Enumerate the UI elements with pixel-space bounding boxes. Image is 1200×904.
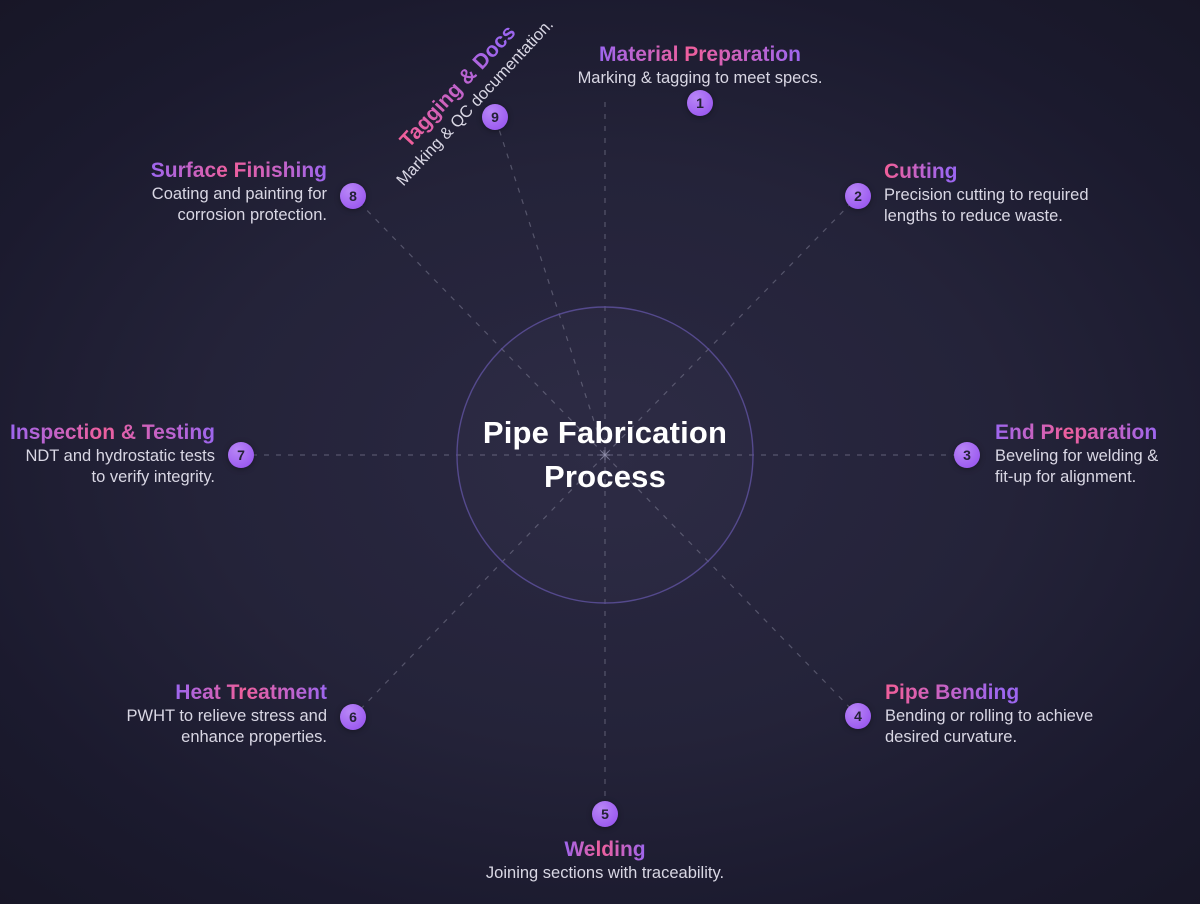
- step-title: Cutting: [884, 160, 958, 183]
- step-desc-line: Joining sections with traceability.: [485, 864, 725, 882]
- step-badge: 1: [687, 90, 713, 116]
- step-badge: 4: [845, 703, 871, 729]
- step-title: Surface Finishing: [150, 159, 327, 182]
- step-desc-line: PWHT to relieve stress and: [126, 707, 327, 725]
- center-circle: [456, 306, 754, 604]
- center-title: Pipe Fabrication Process: [483, 411, 727, 499]
- connector-line-step8: [352, 195, 606, 456]
- step-badge: 9: [482, 104, 508, 130]
- connector-line-step4: [604, 454, 859, 717]
- step-heat-treatment: Heat Treatment PWHT to relieve stress an…: [126, 680, 327, 748]
- step-badge: 3: [954, 442, 980, 468]
- step-pipe-bending: Pipe Bending Bending or rolling to achie…: [885, 680, 1093, 748]
- step-desc-line: corrosion protection.: [177, 206, 328, 224]
- step-title: Welding: [564, 838, 646, 861]
- step-title: Pipe Bending: [885, 681, 1020, 704]
- step-desc-line: Precision cutting to required: [884, 186, 1089, 204]
- center-sparkle-icon: [597, 447, 613, 463]
- step-badge: 2: [845, 183, 871, 209]
- step-badge: 7: [228, 442, 254, 468]
- step-end-preparation: End Preparation Beveling for welding & f…: [995, 420, 1158, 488]
- step-surface-finishing: Surface Finishing Coating and painting f…: [151, 158, 327, 226]
- step-desc-line: NDT and hydrostatic tests: [25, 447, 215, 465]
- step-desc-line: to verify integrity.: [91, 468, 215, 486]
- connector-line-step2: [604, 195, 859, 456]
- step-desc-line: Marking & tagging to meet specs.: [577, 69, 823, 87]
- center-title-line2: Process: [543, 459, 667, 494]
- connector-line-step6: [352, 454, 606, 718]
- step-desc-line: lengths to reduce waste.: [884, 207, 1063, 225]
- step-desc-line: desired curvature.: [885, 728, 1018, 746]
- step-desc-line: Beveling for welding &: [995, 447, 1159, 465]
- step-title: End Preparation: [995, 421, 1158, 444]
- step-desc-line: Bending or rolling to achieve: [885, 707, 1094, 725]
- step-desc-line: enhance properties.: [181, 728, 327, 746]
- center-title-line1: Pipe Fabrication: [482, 415, 728, 450]
- step-desc-line: fit-up for alignment.: [995, 468, 1137, 486]
- step-badge: 5: [592, 801, 618, 827]
- step-badge: 8: [340, 183, 366, 209]
- step-material-preparation: Material Preparation Marking & tagging t…: [578, 42, 823, 89]
- step-inspection-testing: Inspection & Testing NDT and hydrostatic…: [10, 420, 215, 488]
- step-desc-line: Coating and painting for: [151, 185, 327, 203]
- step-cutting: Cutting Precision cutting to required le…: [884, 159, 1089, 227]
- step-badge: 6: [340, 704, 366, 730]
- step-title: Inspection & Testing: [10, 421, 215, 444]
- step-title: Material Preparation: [599, 43, 801, 66]
- step-welding: Welding Joining sections with traceabili…: [486, 837, 724, 884]
- step-title: Heat Treatment: [175, 681, 327, 704]
